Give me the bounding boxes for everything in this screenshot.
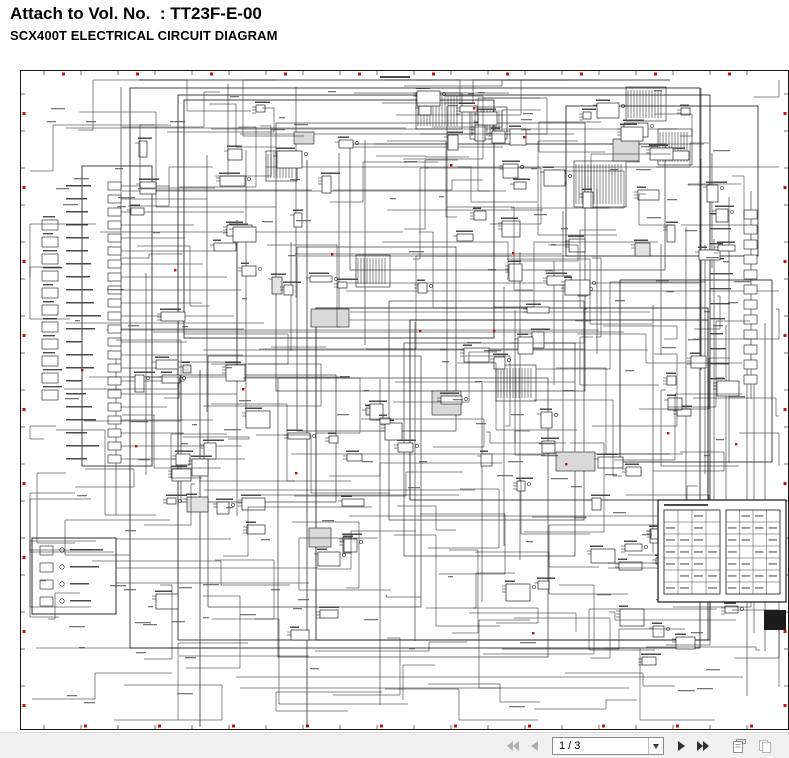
circuit-diagram bbox=[20, 70, 789, 730]
first-page-icon bbox=[507, 740, 519, 751]
attach-volume-title: Attach to Vol. No. : TT23F-E-00 bbox=[10, 4, 262, 23]
document-header: Attach to Vol. No. : TT23F-E-00 SCX400T … bbox=[10, 3, 278, 43]
previous-page-button[interactable] bbox=[525, 736, 545, 756]
previous-page-icon bbox=[531, 740, 538, 751]
two-page-view-button[interactable] bbox=[755, 736, 775, 756]
next-page-button[interactable] bbox=[671, 736, 691, 756]
page-select[interactable]: 1 / 3 bbox=[552, 736, 664, 755]
page-navigation-toolbar: 1 / 3 bbox=[0, 732, 789, 758]
dropdown-arrow-icon[interactable] bbox=[648, 737, 663, 754]
single-page-icon bbox=[733, 738, 746, 753]
circuit-diagram-frame bbox=[20, 70, 789, 730]
two-pages-icon bbox=[759, 739, 771, 753]
single-page-view-button[interactable] bbox=[729, 736, 749, 756]
page-nav-controls: 1 / 3 bbox=[503, 736, 775, 756]
next-page-icon bbox=[678, 740, 685, 751]
first-page-button[interactable] bbox=[503, 736, 523, 756]
diagram-title: SCX400T ELECTRICAL CIRCUIT DIAGRAM bbox=[10, 28, 278, 44]
last-page-button[interactable] bbox=[693, 736, 713, 756]
last-page-icon bbox=[697, 740, 709, 751]
page-indicator: 1 / 3 bbox=[559, 739, 581, 752]
